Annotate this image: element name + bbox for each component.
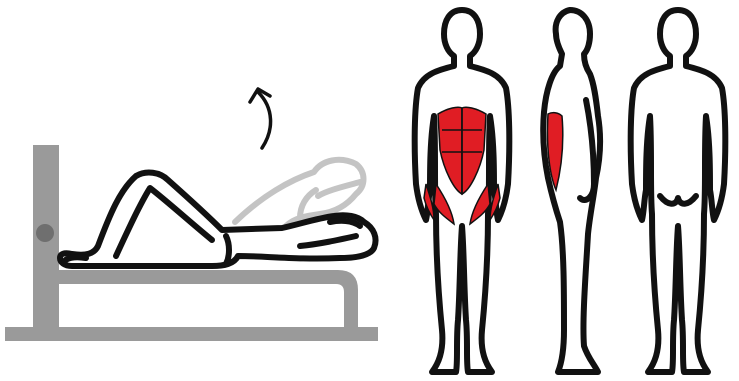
curved-arrow-up-icon bbox=[250, 89, 271, 148]
start-position-figure bbox=[60, 173, 376, 266]
floor-base bbox=[5, 327, 378, 341]
post-pin bbox=[36, 224, 54, 242]
figure-body-outline bbox=[60, 173, 376, 266]
bench-pad bbox=[56, 270, 358, 330]
figure-hip-line bbox=[226, 236, 229, 264]
anatomy-back-view bbox=[631, 10, 726, 372]
back-body-outline bbox=[631, 10, 726, 372]
back-gluteal-line bbox=[660, 196, 696, 204]
anatomy-front-view bbox=[415, 10, 510, 372]
anatomy-side-view bbox=[543, 10, 600, 372]
